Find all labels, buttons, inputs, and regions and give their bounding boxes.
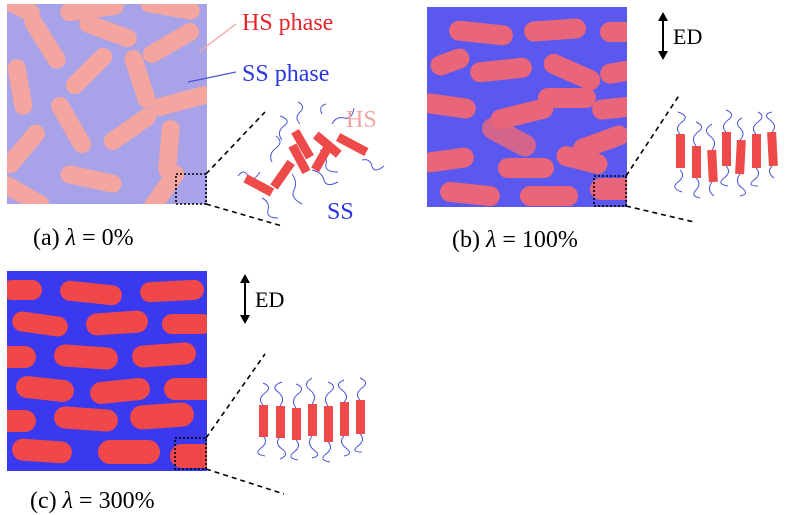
panel-c: ED — [7, 271, 366, 514]
zoom-line-top-c — [205, 353, 266, 439]
molecular-schematic-a — [237, 101, 385, 219]
hs-rods-b — [676, 131, 778, 183]
hs-phase-label: HS phase — [242, 10, 333, 36]
zoom-box-c — [174, 437, 207, 470]
panel-b: ED — [427, 7, 778, 253]
zoom-line-top-b — [625, 93, 681, 177]
caption-b-symbol: λ — [485, 227, 496, 253]
caption-b-prefix: (b) — [452, 227, 486, 253]
caption-c-value: = 300% — [73, 488, 155, 514]
ed-arrow-c — [240, 274, 250, 324]
caption-a-symbol: λ — [65, 225, 76, 251]
hs-label: HS — [346, 107, 377, 133]
caption-b: (b) λ = 100% — [452, 227, 578, 253]
hs-domains-strong — [7, 279, 207, 468]
caption-c: (c) λ = 300% — [30, 488, 155, 514]
ed-label-b: ED — [673, 24, 702, 49]
ss-phase-pointer — [187, 71, 237, 83]
caption-b-value: = 100% — [496, 227, 578, 253]
hs-domains-pale — [7, 4, 207, 204]
ed-label-c: ED — [255, 287, 284, 312]
ss-chains-b — [674, 109, 776, 199]
caption-c-prefix: (c) — [30, 488, 63, 514]
molecular-schematic-b — [674, 109, 778, 199]
panel-a: HS phase SS phase — [7, 4, 385, 251]
hs-domains-mid — [427, 18, 627, 207]
ss-chains-c — [257, 377, 366, 463]
hs-rods-c — [259, 400, 365, 442]
caption-a-value: = 0% — [76, 225, 134, 251]
hs-rods-a — [243, 129, 369, 197]
ss-phase-label: SS phase — [242, 61, 329, 87]
zoom-box-b — [593, 175, 627, 207]
ss-label: SS — [327, 199, 354, 225]
hs-phase-pointer — [198, 23, 237, 53]
zoom-box-a — [175, 173, 207, 205]
panel-a-morphology — [7, 4, 207, 204]
panel-b-morphology — [427, 7, 627, 207]
caption-a-prefix: (a) — [33, 225, 66, 251]
zoom-line-bottom-a — [205, 203, 283, 227]
panel-c-morphology — [7, 271, 207, 471]
molecular-schematic-c — [257, 377, 366, 463]
zoom-line-top-a — [205, 111, 266, 175]
ed-arrow-b — [658, 12, 668, 60]
zoom-line-bottom-b — [625, 205, 695, 223]
caption-c-symbol: λ — [62, 488, 73, 514]
zoom-line-bottom-c — [205, 468, 285, 495]
caption-a: (a) λ = 0% — [33, 225, 134, 251]
